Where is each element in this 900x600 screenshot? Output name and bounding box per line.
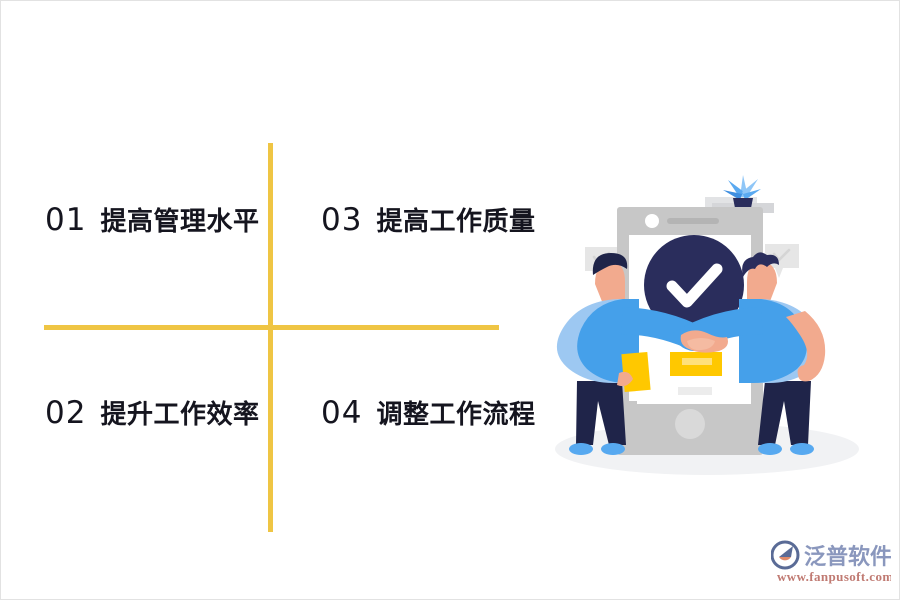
right-person-shoe-b bbox=[790, 443, 814, 455]
list-item-01: 01 提高管理水平 bbox=[45, 205, 259, 236]
item-label: 提升工作效率 bbox=[100, 400, 260, 430]
phone-speaker bbox=[667, 218, 719, 224]
card-caption-line bbox=[678, 387, 712, 395]
item-label: 提高工作质量 bbox=[376, 207, 536, 237]
watermark-url: www.fanpusoft.com bbox=[777, 569, 891, 584]
person-right bbox=[673, 252, 826, 455]
left-person-hand-folder bbox=[617, 371, 633, 387]
fanpu-logo-mark bbox=[771, 540, 800, 570]
right-person-head bbox=[747, 262, 777, 304]
left-person-legs bbox=[576, 381, 626, 445]
divider-horizontal bbox=[44, 325, 499, 330]
left-person-shoe-a bbox=[569, 443, 593, 455]
bubble-check-icon bbox=[772, 248, 791, 262]
left-person-hair bbox=[592, 253, 628, 275]
item-number: 01 bbox=[45, 202, 87, 238]
approval-check-badge bbox=[644, 235, 744, 335]
phone-home-button bbox=[675, 409, 705, 439]
divider-vertical bbox=[268, 143, 273, 532]
phone-camera bbox=[645, 214, 659, 228]
badge-circle bbox=[644, 235, 744, 335]
right-person-shoe-a bbox=[758, 443, 782, 455]
left-person-head bbox=[595, 262, 625, 304]
list-item-04: 04 调整工作流程 bbox=[321, 398, 535, 429]
list-item-03: 03 提高工作质量 bbox=[321, 205, 535, 236]
left-person-shoe-b bbox=[601, 443, 625, 455]
item-number: 04 bbox=[321, 395, 363, 431]
watermark-brand: 泛普软件 bbox=[804, 544, 891, 570]
handshake-approval-illustration bbox=[537, 159, 877, 484]
right-person-bent-arm bbox=[786, 311, 826, 382]
item-label: 调整工作流程 bbox=[376, 400, 536, 430]
handshake-hands bbox=[680, 330, 728, 353]
list-item-02: 02 提升工作效率 bbox=[45, 398, 259, 429]
item-number: 02 bbox=[45, 395, 87, 431]
item-label: 提高管理水平 bbox=[100, 207, 260, 237]
item-number: 03 bbox=[321, 202, 363, 238]
right-person-legs bbox=[758, 381, 811, 445]
right-person-hair bbox=[742, 252, 779, 277]
check-icon bbox=[666, 263, 723, 308]
card-button-inner-line bbox=[682, 358, 712, 365]
watermark-logo: 泛普软件 www.fanpusoft.com bbox=[771, 537, 891, 589]
